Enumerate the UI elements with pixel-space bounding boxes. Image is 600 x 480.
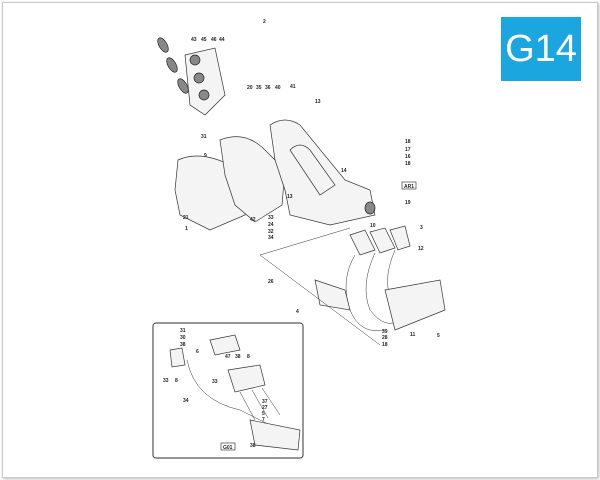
exhaust-headers (259, 225, 446, 346)
part-label: 30 (180, 335, 186, 341)
part-label: 37 (262, 399, 268, 405)
part-label: 38 (180, 342, 186, 348)
part-label: 18 (382, 342, 388, 348)
part-label: 26 (268, 279, 274, 285)
part-label: 36 (265, 85, 271, 91)
callout-g01-text: G01 (223, 445, 233, 451)
part-label: 12 (418, 246, 424, 252)
part-label: 6 (196, 349, 199, 355)
muffler (269, 119, 376, 226)
part-label: 14 (341, 168, 347, 174)
part-label: 32 (268, 229, 274, 235)
part-label: 18 (405, 161, 411, 167)
part-label: 38 (250, 443, 256, 449)
part-label: 5 (437, 333, 440, 339)
part-label: 27 (262, 405, 268, 411)
part-label: 31 (180, 328, 186, 334)
part-label: 24 (268, 222, 274, 228)
part-label: 8 (247, 354, 250, 360)
callout-ar1: AR1 (401, 181, 417, 190)
part-label: 33 (268, 215, 274, 221)
callout-ar1-text: AR1 (404, 184, 414, 190)
part-label: 3 (420, 225, 423, 231)
part-label: 13 (315, 99, 321, 105)
part-label: 35 (256, 85, 262, 91)
inset-detail (152, 322, 304, 459)
part-label: 44 (219, 37, 225, 43)
part-label: 45 (201, 37, 207, 43)
section-badge: G14 (501, 17, 581, 81)
part-label: 41 (290, 84, 296, 90)
part-label: 34 (183, 398, 189, 404)
silencer-endcaps (157, 37, 226, 116)
part-label: 17 (405, 147, 411, 153)
part-label: 43 (191, 37, 197, 43)
part-label: 11 (410, 332, 416, 338)
part-label: 20 (247, 85, 253, 91)
part-label: 42 (250, 217, 256, 223)
part-label: 47 (225, 354, 231, 360)
part-label: 10 (370, 223, 376, 229)
part-label: 46 (211, 37, 217, 43)
part-label: 13 (287, 194, 293, 200)
part-label: 28 (382, 335, 388, 341)
part-label: 33 (163, 378, 169, 384)
part-label: 34 (268, 235, 274, 241)
part-label: 31 (201, 134, 207, 140)
part-label: 40 (275, 85, 281, 91)
callout-g01: G01 (220, 442, 236, 451)
part-label: 2 (263, 19, 266, 25)
part-label: 18 (405, 139, 411, 145)
part-label: 21 (183, 215, 189, 221)
part-label: 9 (204, 153, 207, 159)
part-label: 5 (262, 411, 265, 417)
part-label: 1 (185, 226, 188, 232)
part-label: 33 (212, 379, 218, 385)
part-label: 7 (262, 417, 265, 423)
heat-shields (174, 136, 286, 231)
part-label: 8 (175, 378, 178, 384)
part-label: 16 (405, 154, 411, 160)
part-label: 39 (382, 329, 388, 335)
part-label: 38 (235, 354, 241, 360)
part-label: 19 (405, 200, 411, 206)
part-label: 4 (296, 309, 299, 315)
